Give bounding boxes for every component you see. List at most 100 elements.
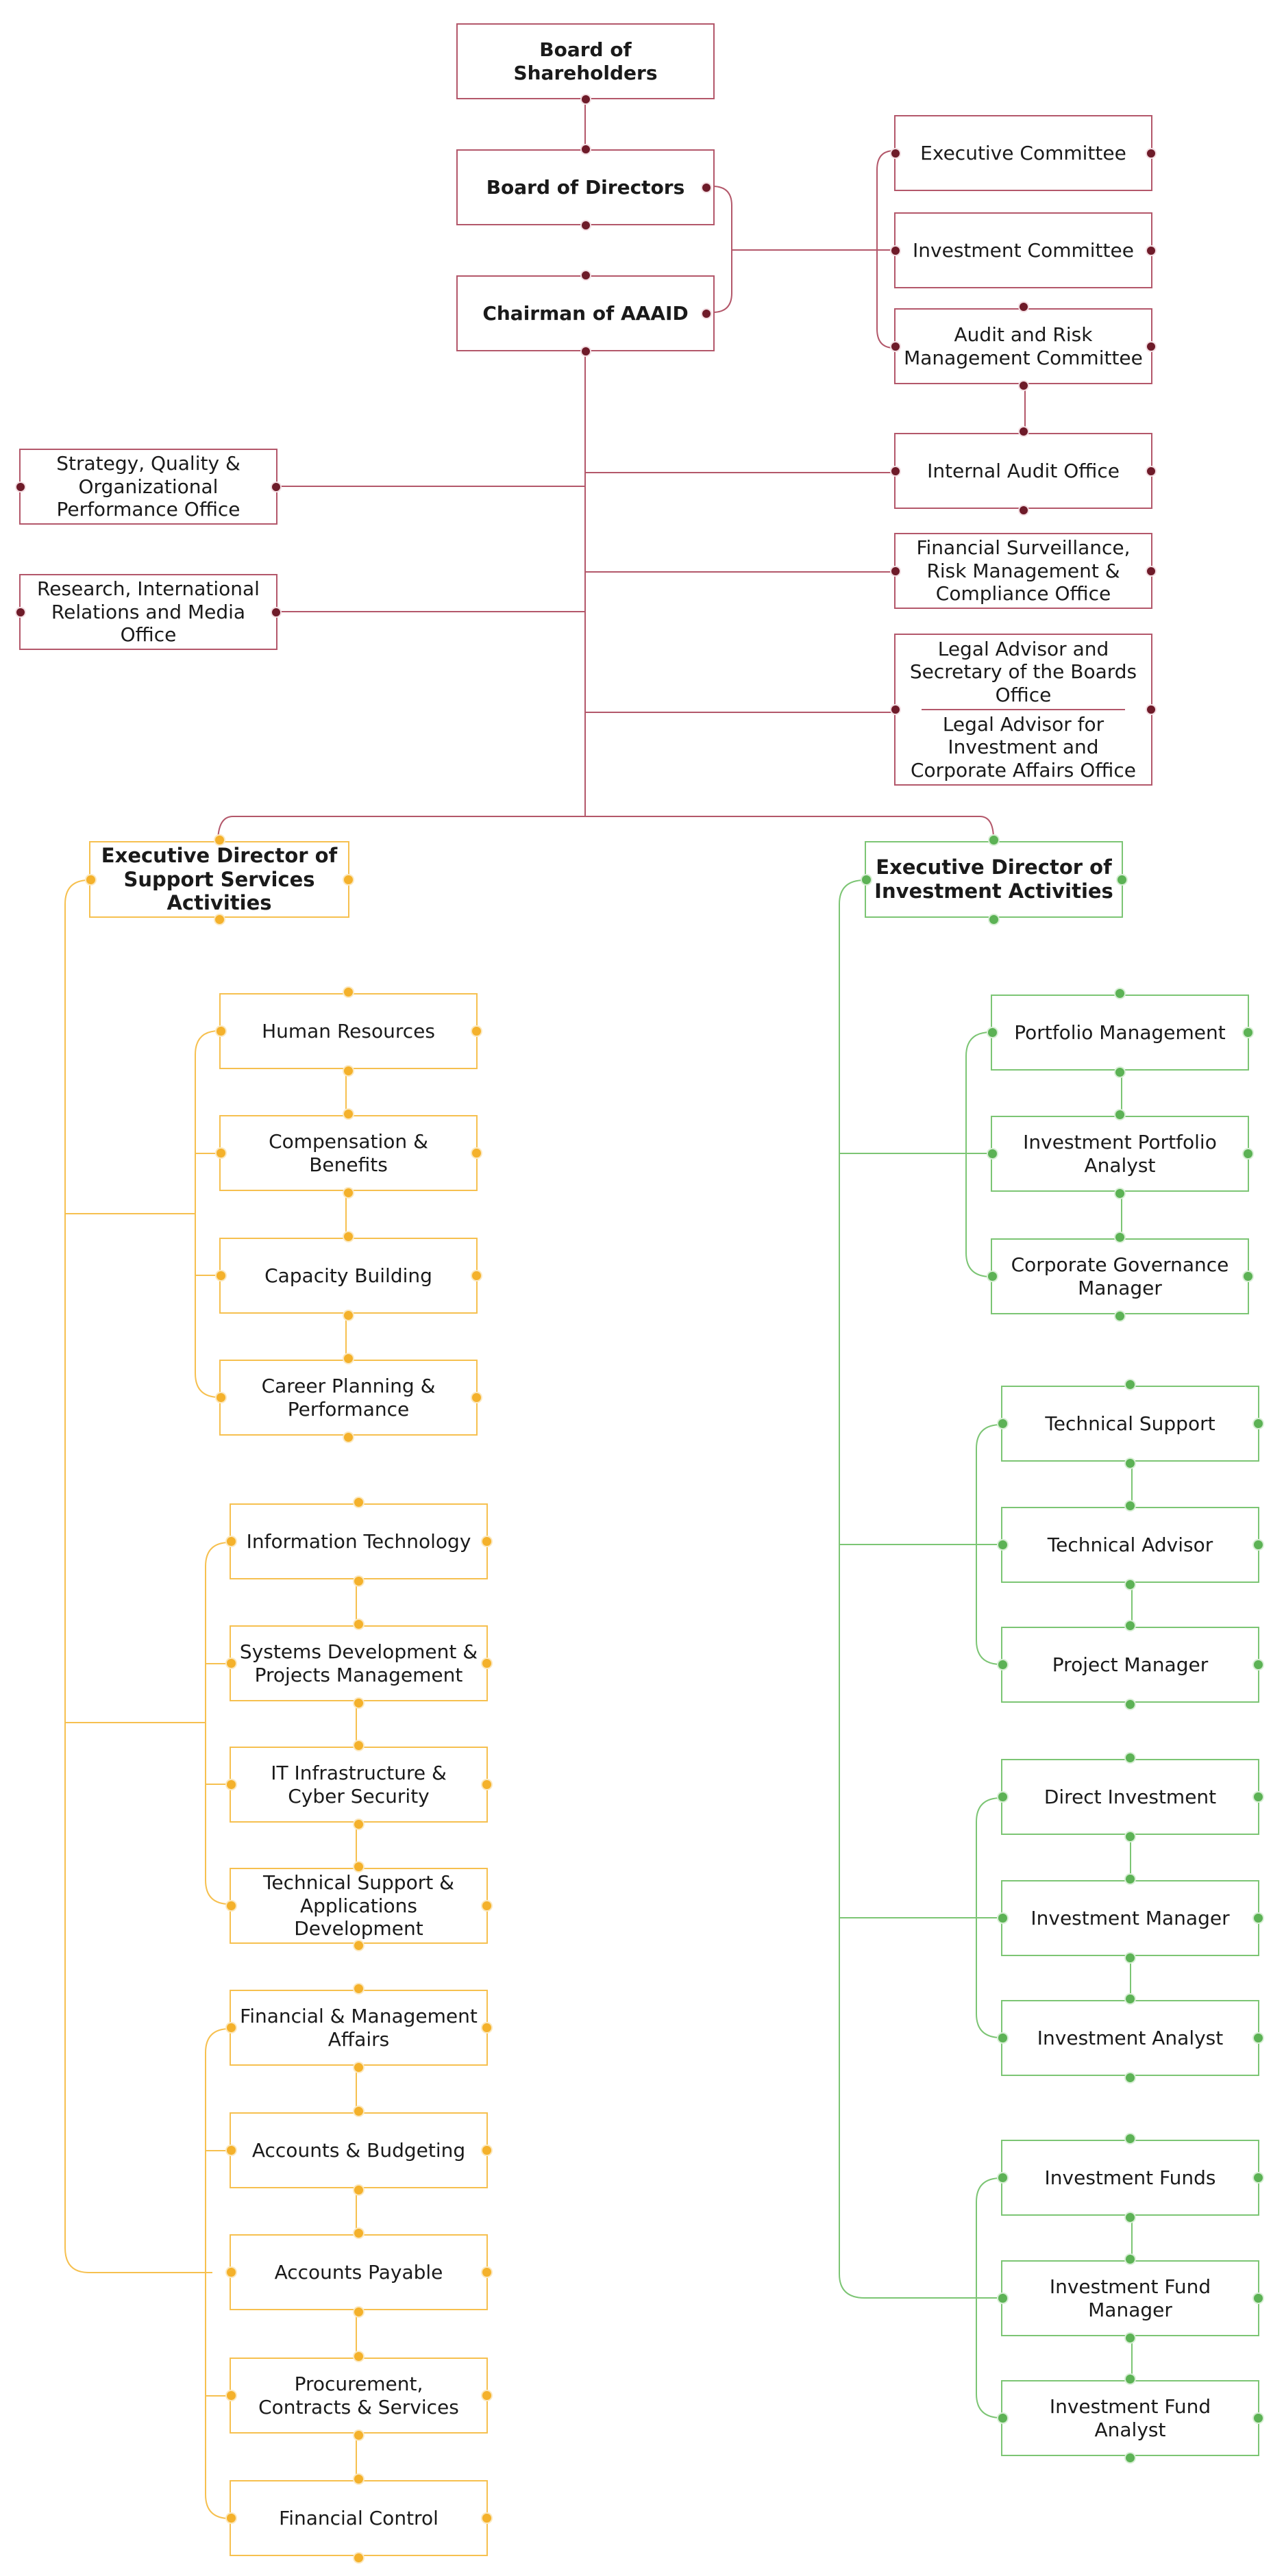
connector-dot-bottom — [343, 1186, 354, 1199]
it-infrastructure-box[interactable]: IT Infrastructure & Cyber Security — [230, 1747, 488, 1823]
research-office-box[interactable]: Research, International Relations and Me… — [19, 574, 277, 650]
career-planning-box[interactable]: Career Planning & Performance — [219, 1360, 478, 1436]
legal-bottom-line1: Legal Advisor for — [942, 712, 1104, 736]
compensation-benefits-box[interactable]: Compensation & Benefits — [219, 1115, 478, 1191]
investment-analyst-label: Investment Analyst — [1037, 2026, 1224, 2049]
support-director-box[interactable]: Executive Director of Support Services A… — [89, 841, 349, 918]
capacity-building-box[interactable]: Capacity Building — [219, 1238, 478, 1314]
connector-dot-top — [353, 1739, 365, 1751]
portfolio-management-box[interactable]: Portfolio Management — [991, 995, 1249, 1071]
connector-dot-left — [225, 2266, 237, 2278]
connector-dot-top — [353, 1860, 365, 1873]
financial-surveillance-label-line2: Risk Management & — [926, 559, 1120, 582]
legal-bottom-line3: Corporate Affairs Office — [911, 758, 1136, 781]
audit-risk-committee-box[interactable]: Audit and Risk Management Committee — [894, 308, 1152, 384]
connector-dot-top — [343, 1352, 354, 1364]
board-of-directors-box[interactable]: Board of Directors — [456, 149, 715, 225]
connector-dot-left — [986, 1148, 998, 1160]
research-office-label-line1: Research, International — [37, 577, 260, 601]
connector-dot-right — [271, 606, 282, 618]
connector-dot-bottom — [1124, 1951, 1136, 1964]
research-office-label-line2: Relations and Media — [51, 600, 246, 623]
connector-dot-right — [1146, 147, 1157, 159]
connector-dot-bottom — [1124, 2211, 1136, 2223]
technical-support-box[interactable]: Technical Support — [1001, 1386, 1259, 1462]
fund-manager-line1: Investment Fund — [1049, 2275, 1211, 2298]
connector-dot-right — [1252, 1791, 1264, 1803]
financial-management-affairs-box[interactable]: Financial & Management Affairs — [230, 1990, 488, 2066]
connector-dot-top — [1124, 2253, 1136, 2265]
technical-advisor-label: Technical Advisor — [1047, 1533, 1213, 1556]
connector-dot-right — [1146, 465, 1157, 477]
connector-dot-bottom — [353, 2429, 365, 2441]
accounts-budgeting-box[interactable]: Accounts & Budgeting — [230, 2112, 488, 2188]
connector-dot-bottom — [353, 2305, 365, 2318]
investment-analyst-box[interactable]: Investment Analyst — [1001, 2000, 1259, 2076]
connector-dot-top — [1124, 1873, 1136, 1885]
strategy-office-box[interactable]: Strategy, Quality & Organizational Perfo… — [19, 449, 277, 525]
connector-dot-left — [890, 704, 901, 715]
information-technology-box[interactable]: Information Technology — [230, 1503, 488, 1579]
investment-portfolio-analyst-box[interactable]: Investment Portfolio Analyst — [991, 1116, 1249, 1192]
connector-dot-bottom — [343, 1064, 354, 1077]
financial-control-label: Financial Control — [279, 2506, 439, 2529]
investment-funds-label: Investment Funds — [1044, 2166, 1216, 2189]
chairman-box[interactable]: Chairman of AAAID — [456, 275, 715, 351]
executive-committee-label: Executive Committee — [920, 141, 1126, 164]
connector-dot-bottom — [988, 913, 1000, 925]
connector-dot-left — [225, 2022, 237, 2034]
connector-dot-right — [1146, 565, 1157, 577]
connector-dot-right — [480, 1658, 493, 1669]
procurement-line1: Procurement, — [294, 2372, 423, 2395]
corporate-governance-manager-box[interactable]: Corporate Governance Manager — [991, 1238, 1249, 1314]
financial-control-box[interactable]: Financial Control — [230, 2480, 488, 2556]
connector-dot-right — [1252, 2292, 1264, 2304]
connector-dot-top — [580, 144, 591, 155]
financial-surveillance-office-box[interactable]: Financial Surveillance, Risk Management … — [894, 533, 1152, 609]
legal-advisor-offices-box[interactable]: Legal Advisor and Secretary of the Board… — [894, 634, 1152, 786]
connector-dot-right — [701, 308, 712, 319]
connector-dot-right — [1242, 1271, 1254, 1282]
governance-manager-line2: Manager — [1078, 1276, 1162, 1299]
connector-dot-left — [214, 1025, 227, 1037]
investment-director-line2: Investment Activities — [874, 879, 1113, 903]
procurement-box[interactable]: Procurement, Contracts & Services — [230, 2358, 488, 2434]
connector-dot-top — [1124, 1619, 1136, 1631]
connector-dot-right — [1242, 1027, 1254, 1038]
board-of-shareholders-box[interactable]: Board of Shareholders — [456, 23, 715, 99]
technical-support-apps-box[interactable]: Technical Support & Applications Develop… — [230, 1868, 488, 1944]
connector-dot-left — [225, 1779, 237, 1790]
connector-dot-left — [890, 340, 901, 352]
connector-dot-left — [890, 147, 901, 159]
portfolio-management-label: Portfolio Management — [1014, 1021, 1226, 1044]
systems-development-line1: Systems Development & — [239, 1640, 478, 1663]
investment-director-box[interactable]: Executive Director of Investment Activit… — [865, 841, 1123, 918]
connector-dot-left — [225, 2390, 237, 2401]
connector-dot-left — [996, 2412, 1009, 2424]
audit-risk-committee-label-line2: Management Committee — [904, 346, 1143, 369]
investment-funds-box[interactable]: Investment Funds — [1001, 2140, 1259, 2216]
connector-dot-right — [701, 182, 712, 193]
connector-dot-left — [996, 2172, 1009, 2184]
investment-fund-analyst-box[interactable]: Investment Fund Analyst — [1001, 2380, 1259, 2456]
connector-dot-bottom — [1124, 2451, 1136, 2464]
connector-dot-right — [480, 2512, 493, 2524]
connector-dot-bottom — [353, 2551, 365, 2564]
investment-fund-manager-box[interactable]: Investment Fund Manager — [1001, 2260, 1259, 2336]
connector-dot-right — [480, 1779, 493, 1790]
executive-committee-box[interactable]: Executive Committee — [894, 115, 1152, 191]
technical-advisor-box[interactable]: Technical Advisor — [1001, 1507, 1259, 1583]
internal-audit-office-box[interactable]: Internal Audit Office — [894, 433, 1152, 509]
direct-investment-box[interactable]: Direct Investment — [1001, 1759, 1259, 1835]
investment-manager-label: Investment Manager — [1030, 1906, 1230, 1929]
investment-committee-box[interactable]: Investment Committee — [894, 212, 1152, 288]
systems-development-box[interactable]: Systems Development & Projects Managemen… — [230, 1625, 488, 1701]
connector-dot-left — [225, 2144, 237, 2156]
accounts-payable-box[interactable]: Accounts Payable — [230, 2234, 488, 2310]
human-resources-box[interactable]: Human Resources — [219, 993, 478, 1069]
connector-dot-left — [996, 1418, 1009, 1429]
project-manager-box[interactable]: Project Manager — [1001, 1627, 1259, 1703]
investment-manager-box[interactable]: Investment Manager — [1001, 1880, 1259, 1956]
legal-top-line2: Secretary of the Boards — [909, 660, 1137, 684]
connector-dot-top — [353, 2350, 365, 2362]
